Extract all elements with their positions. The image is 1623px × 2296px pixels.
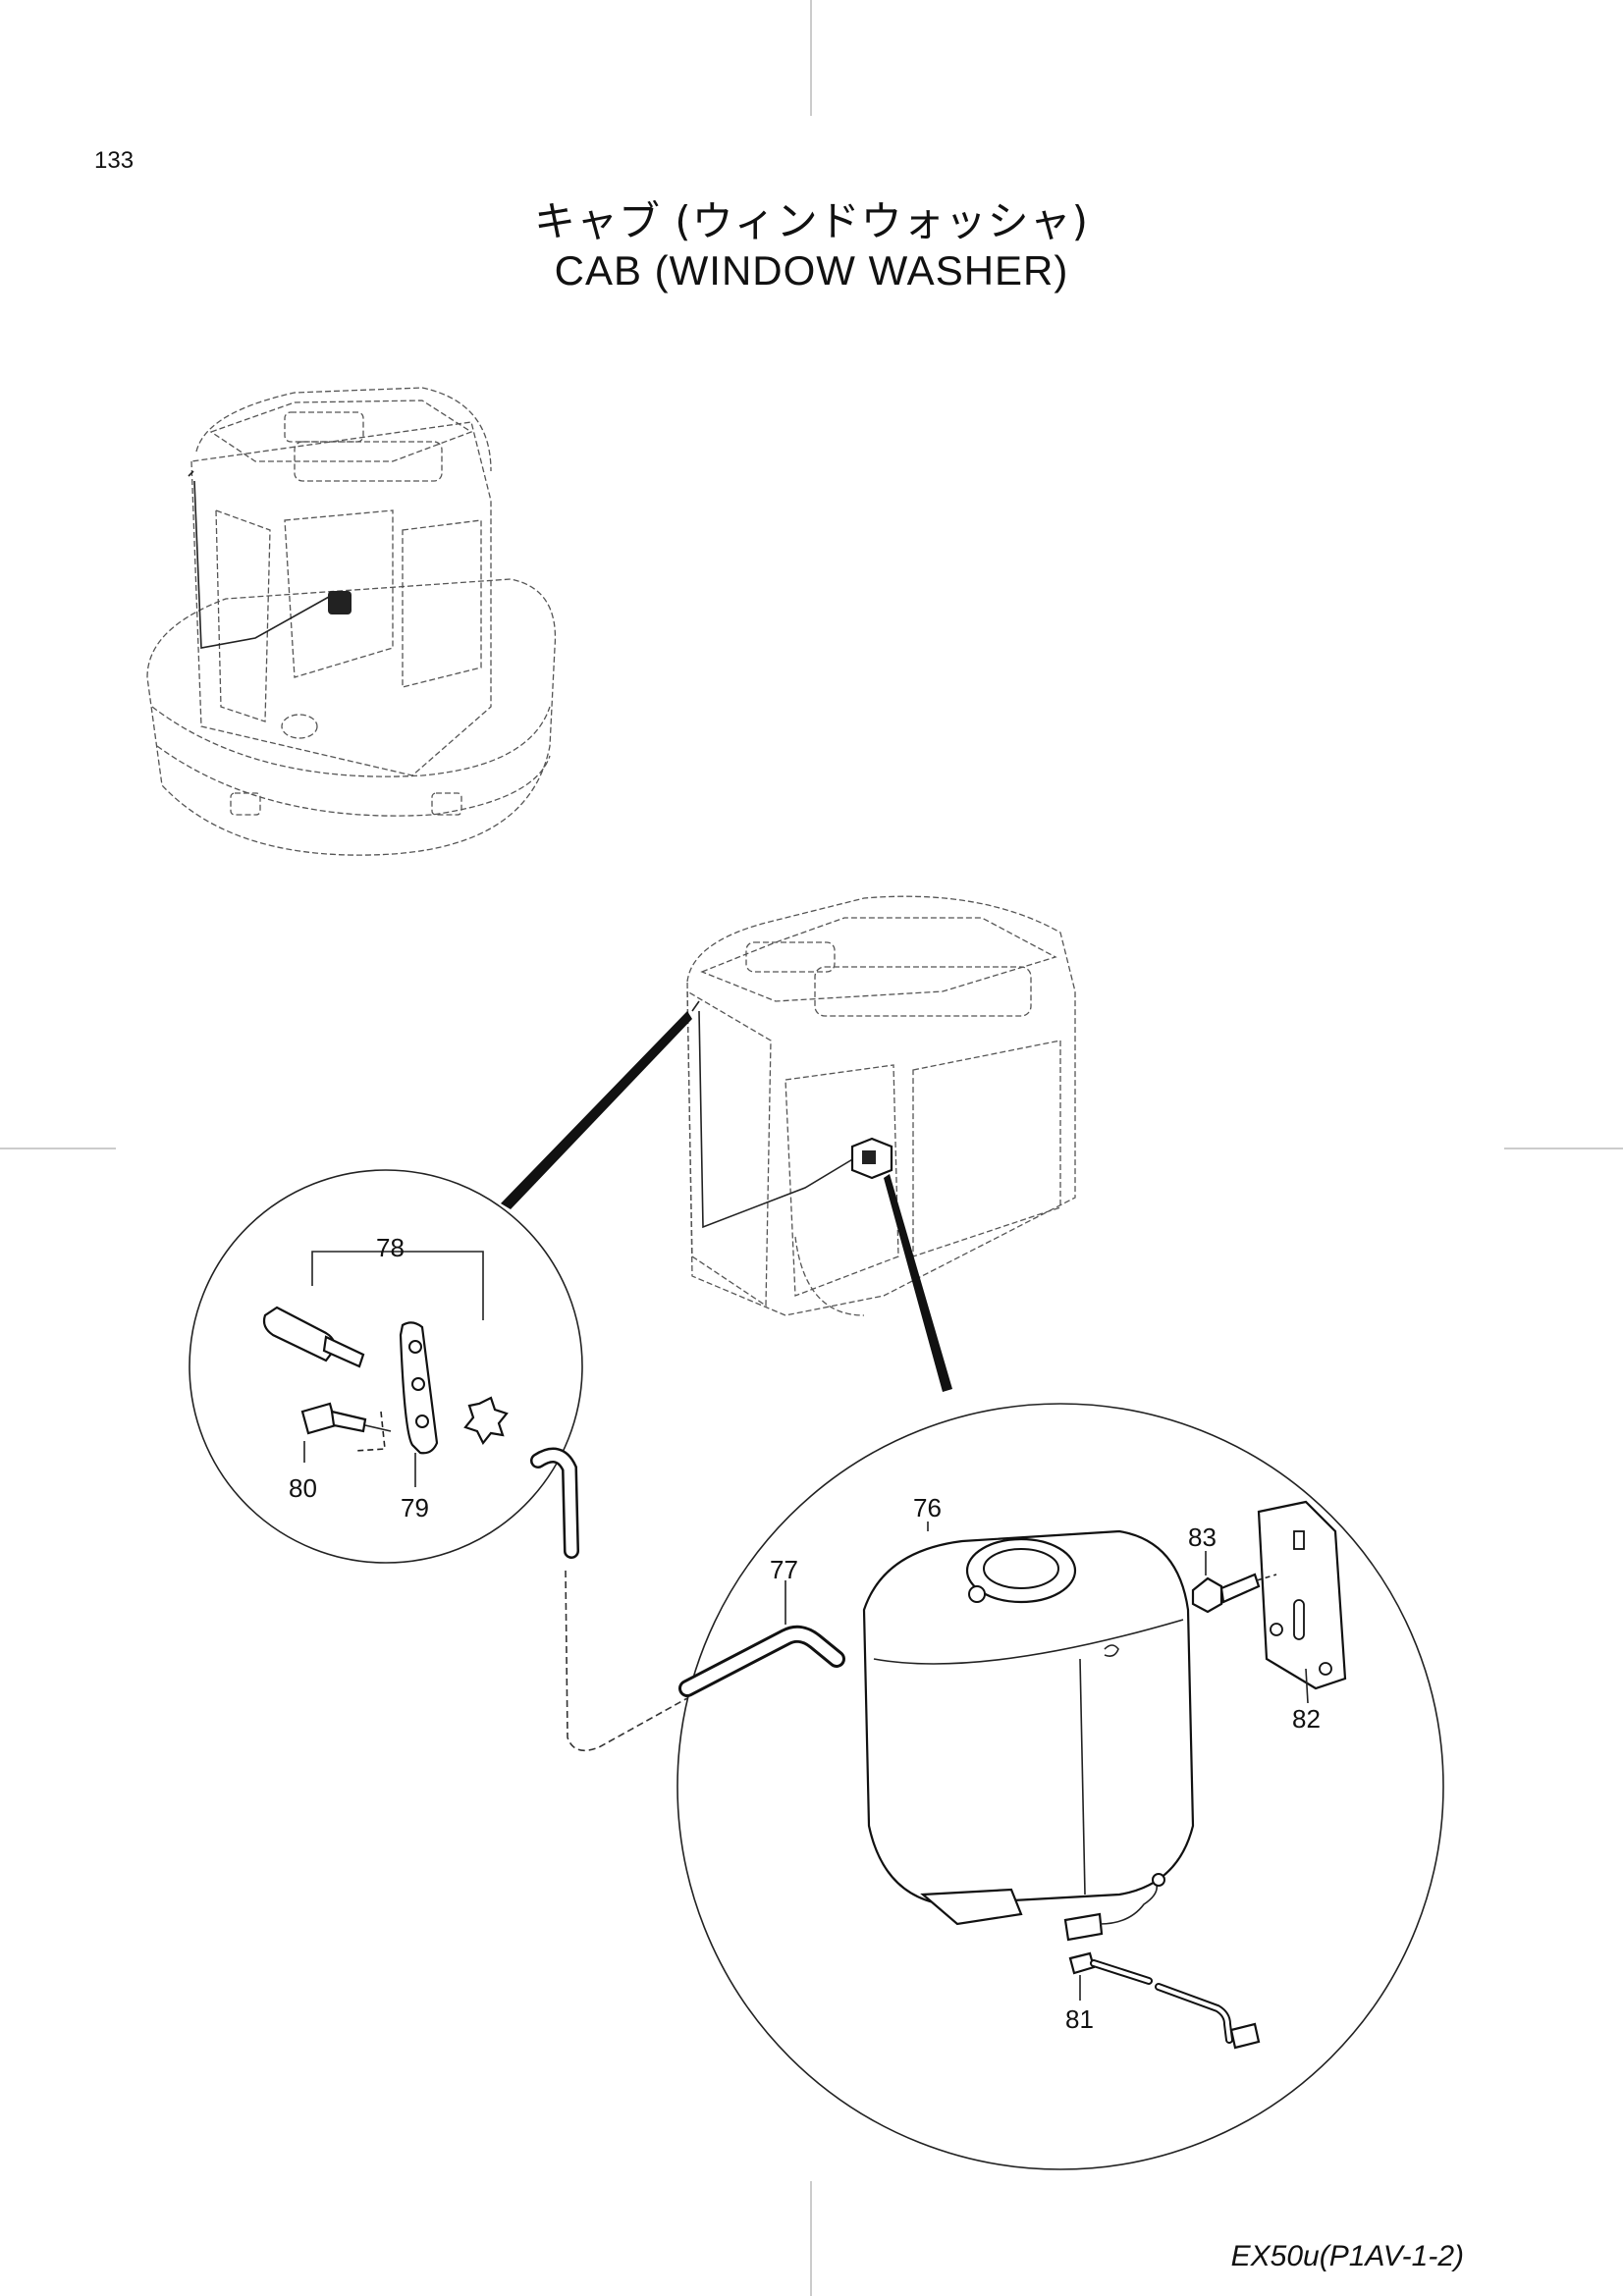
washer-hose-run	[530, 1447, 688, 1752]
callout-82: 82	[1292, 1704, 1321, 1734]
callout-78: 78	[376, 1233, 405, 1262]
leader-wedges	[501, 1011, 952, 1392]
title-english: CAB (WINDOW WASHER)	[554, 247, 1069, 294]
machine-overview-illustration	[146, 387, 557, 856]
page-number: 133	[94, 147, 135, 174]
callout-77: 77	[770, 1555, 798, 1584]
callout-76: 76	[913, 1493, 942, 1522]
callout-80: 80	[289, 1473, 317, 1503]
callout-79: 79	[401, 1493, 429, 1522]
callout-83: 83	[1188, 1522, 1217, 1552]
nozzle-detail-circle	[189, 1169, 583, 1564]
tank-detail-circle	[676, 1403, 1444, 2170]
title-japanese: キャブ (ウィンドウォッシャ)	[533, 197, 1090, 245]
drawing-reference: EX50u(P1AV-1-2)	[1230, 2240, 1464, 2272]
cab-detail-illustration	[686, 895, 1076, 1316]
callout-81: 81	[1065, 2004, 1094, 2034]
